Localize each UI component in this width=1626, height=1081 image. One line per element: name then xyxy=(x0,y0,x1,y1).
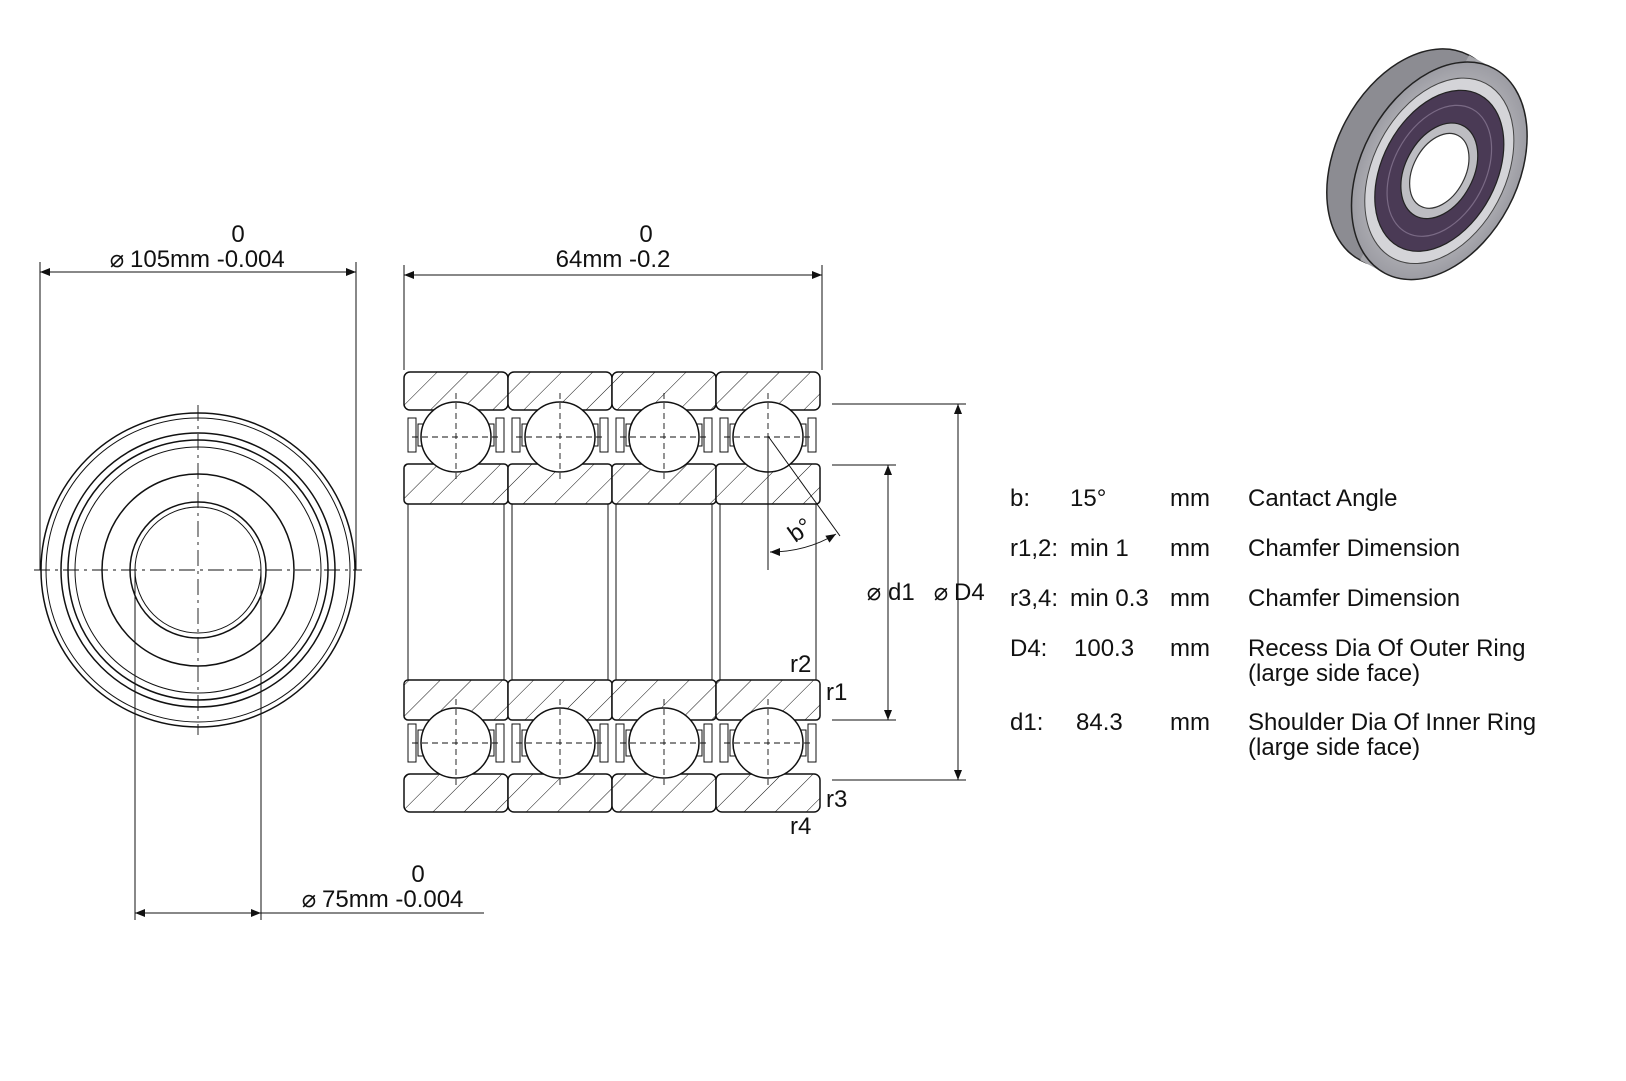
seal xyxy=(615,417,625,453)
spec-value: 100.3 xyxy=(1074,635,1134,662)
spec-param: b: xyxy=(1010,485,1030,512)
spec-unit: mm xyxy=(1170,709,1210,736)
spec-description: Chamfer Dimension xyxy=(1248,535,1460,562)
spec-row: b: 15° mm Cantact Angle xyxy=(1010,485,1397,512)
spec-value: 15° xyxy=(1070,485,1106,512)
seal xyxy=(511,417,521,453)
spec-param: d1: xyxy=(1010,709,1043,736)
spec-param: r1,2: xyxy=(1010,535,1058,562)
seal xyxy=(407,417,417,453)
spec-value: min 0.3 xyxy=(1070,585,1149,612)
spec-unit: mm xyxy=(1170,635,1210,662)
spec-description: Shoulder Dia Of Inner Ring xyxy=(1248,709,1536,736)
chamfer-r1: r1 xyxy=(826,679,847,706)
diameter-symbol: ⌀ xyxy=(867,578,881,606)
bearing-3d-thumbnail xyxy=(1326,48,1528,281)
d1-d4-dimensions: ⌀ d1 ⌀ D4 xyxy=(832,403,985,781)
bore-diameter-dimension: 0 ⌀ 75mm -0.004 xyxy=(134,570,484,920)
spec-unit: mm xyxy=(1170,585,1210,612)
spec-row: d1: 84.3 mm Shoulder Dia Of Inner Ring (… xyxy=(1010,709,1536,761)
spec-unit: mm xyxy=(1170,535,1210,562)
section-view xyxy=(403,371,821,813)
seal xyxy=(807,417,817,453)
spec-param: r3,4: xyxy=(1010,585,1058,612)
width-value: 64mm -0.2 xyxy=(556,246,671,273)
front-view xyxy=(34,405,362,735)
spec-description: Chamfer Dimension xyxy=(1248,585,1460,612)
seal xyxy=(703,417,713,453)
spec-row: D4: 100.3 mm Recess Dia Of Outer Ring (l… xyxy=(1010,635,1525,687)
outer-diameter-upper-tol: 0 xyxy=(231,221,244,248)
chamfer-labels: r2 r1 r3 r4 xyxy=(790,651,847,840)
bore-diameter-upper-tol: 0 xyxy=(411,861,424,888)
chamfer-r3: r3 xyxy=(826,786,847,813)
d4-label: D4 xyxy=(954,579,985,606)
outer-diameter-value: 105mm -0.004 xyxy=(130,246,285,273)
diameter-symbol: ⌀ xyxy=(110,245,124,273)
diameter-symbol: ⌀ xyxy=(934,578,948,606)
chamfer-r4: r4 xyxy=(790,813,811,840)
seal xyxy=(495,417,505,453)
diameter-symbol: ⌀ xyxy=(302,885,316,913)
spec-unit: mm xyxy=(1170,485,1210,512)
spec-description: Cantact Angle xyxy=(1248,485,1397,512)
spec-description: Recess Dia Of Outer Ring xyxy=(1248,635,1525,662)
spec-value: min 1 xyxy=(1070,535,1129,562)
spec-description-2: (large side face) xyxy=(1248,734,1420,761)
angle-label: b° xyxy=(783,513,817,548)
width-dimension: 0 64mm -0.2 xyxy=(403,221,823,370)
spec-param: D4: xyxy=(1010,635,1047,662)
spec-row: r3,4: min 0.3 mm Chamfer Dimension xyxy=(1010,585,1460,612)
spec-row: r1,2: min 1 mm Chamfer Dimension xyxy=(1010,535,1460,562)
width-upper-tol: 0 xyxy=(639,221,652,248)
spec-description-2: (large side face) xyxy=(1248,660,1420,687)
spec-table: b: 15° mm Cantact Angle r1,2: min 1 mm C… xyxy=(1010,485,1536,761)
seal xyxy=(719,417,729,453)
chamfer-r2: r2 xyxy=(790,651,811,678)
spec-value: 84.3 xyxy=(1076,709,1123,736)
bore-diameter-value: 75mm -0.004 xyxy=(322,886,463,913)
seal xyxy=(599,417,609,453)
outer-diameter-dimension: 0 ⌀ 105mm -0.004 xyxy=(39,221,357,570)
d1-label: d1 xyxy=(888,579,915,606)
